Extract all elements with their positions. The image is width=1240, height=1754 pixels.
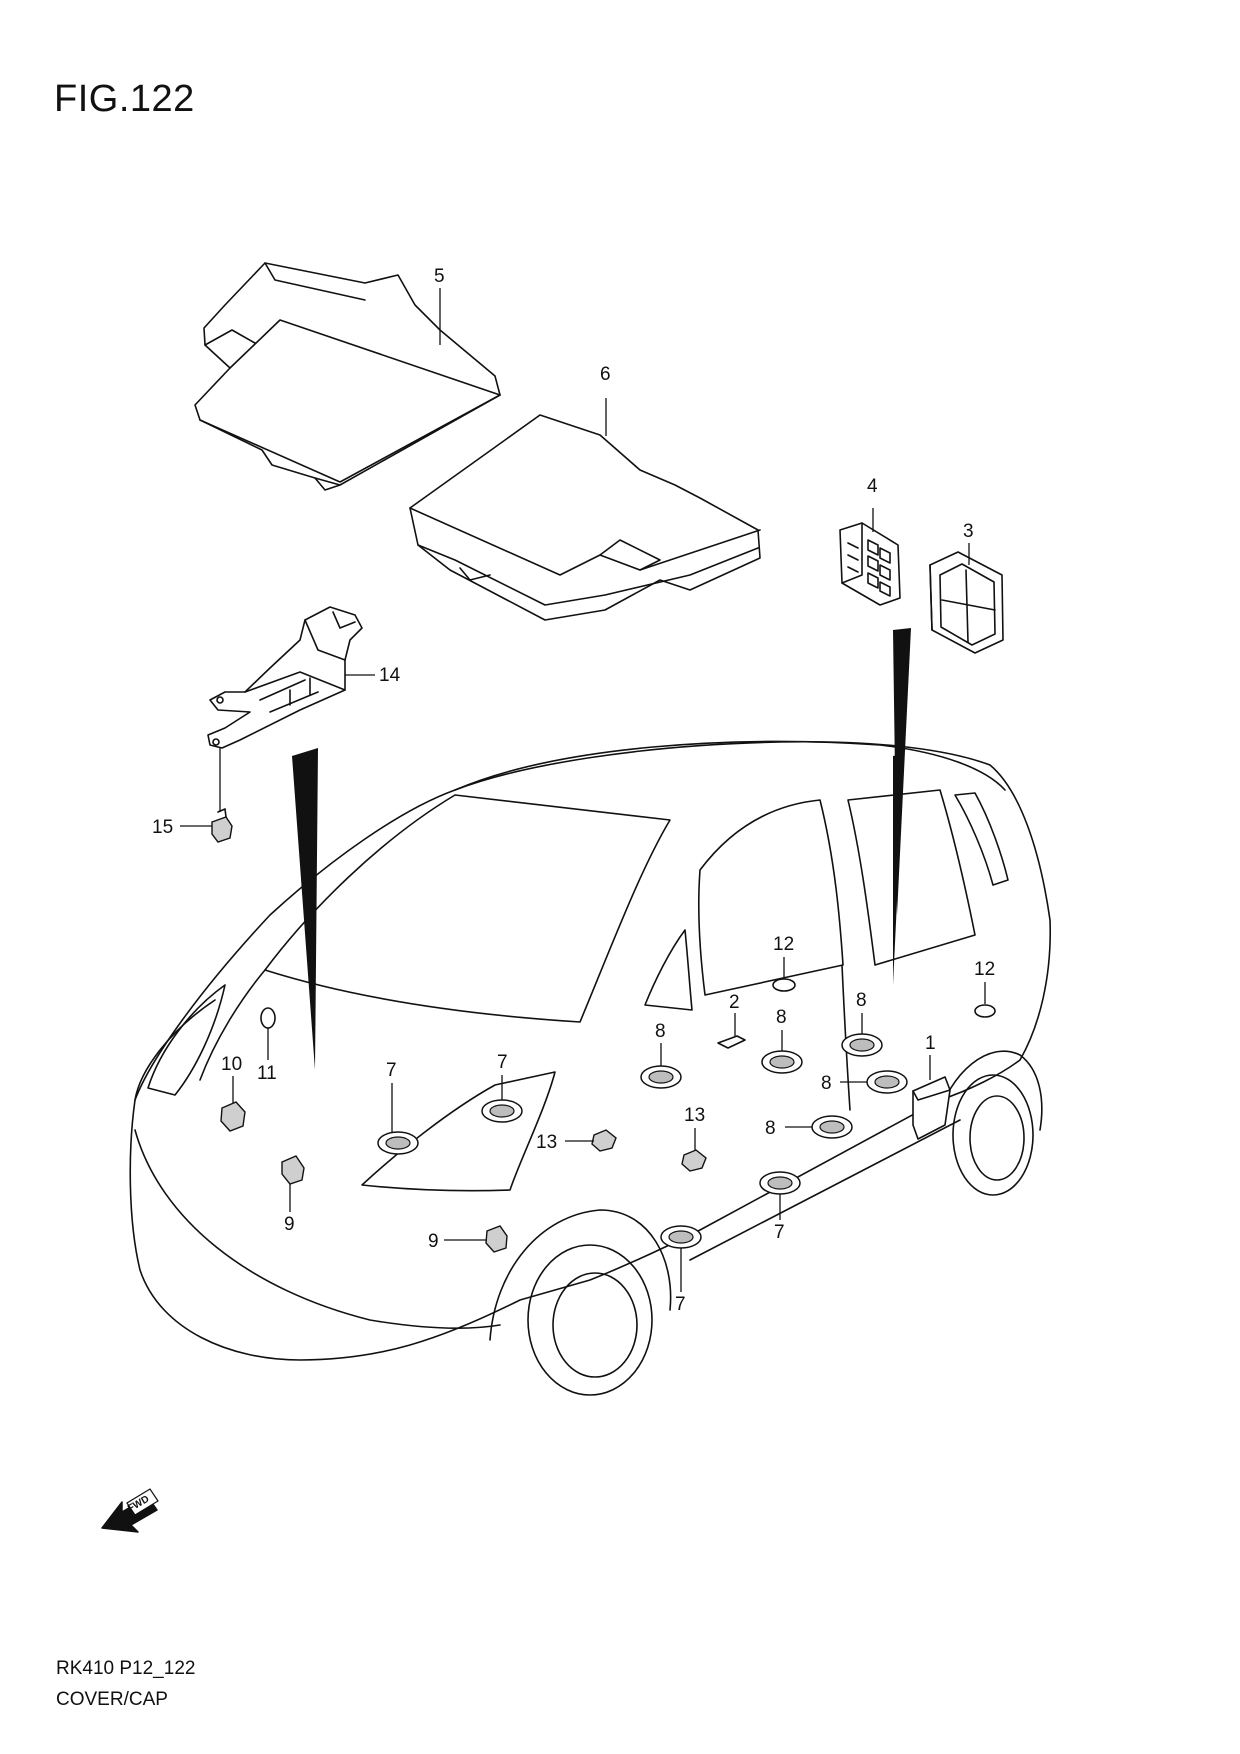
part-5-cover [194,262,501,491]
body-caps [220,978,996,1253]
callout-14: 14 [379,665,401,686]
callout-3: 3 [963,521,974,542]
callout-15: 15 [152,817,173,838]
figure-name: COVER/CAP [56,1689,168,1710]
callout-8c: 8 [856,990,867,1011]
callout-9a: 9 [284,1214,295,1235]
callout-6: 6 [600,364,611,385]
fwd-arrow-icon: FWD [101,1488,159,1533]
part-3-frame [929,551,1004,654]
part-6-cover [409,414,761,621]
callout-12a: 12 [773,934,794,955]
figure-title: FIG.122 [54,78,195,120]
callout-4: 4 [867,476,878,497]
callout-11: 11 [257,1063,277,1084]
callout-7a: 7 [497,1052,508,1073]
callout-7b: 7 [386,1060,397,1081]
part-15-clip [211,808,233,843]
callout-13a: 13 [536,1132,557,1153]
callout-5: 5 [434,266,445,287]
callout-7d: 7 [675,1294,686,1315]
leader-lines [180,288,986,1292]
vehicle-outline [129,740,1052,1396]
callout-13b: 13 [684,1105,705,1126]
callout-8a: 8 [655,1021,666,1042]
callout-1: 1 [925,1033,936,1054]
callout-8e: 8 [765,1118,776,1139]
callout-2: 2 [729,992,740,1013]
part-14-bracket [207,606,363,749]
callout-10: 10 [221,1054,242,1075]
figure-code: RK410 P12_122 [56,1658,196,1679]
pointer-wedges [292,628,911,1070]
callout-7c: 7 [774,1222,785,1243]
part-4-fuse-block [839,522,901,606]
callout-labels: 5 6 4 3 14 15 1 2 12 12 8 8 8 8 8 7 7 7 … [152,266,995,1315]
callout-9b: 9 [428,1231,439,1252]
callout-12b: 12 [974,959,995,980]
callout-8d: 8 [821,1073,832,1094]
callout-8b: 8 [776,1007,787,1028]
